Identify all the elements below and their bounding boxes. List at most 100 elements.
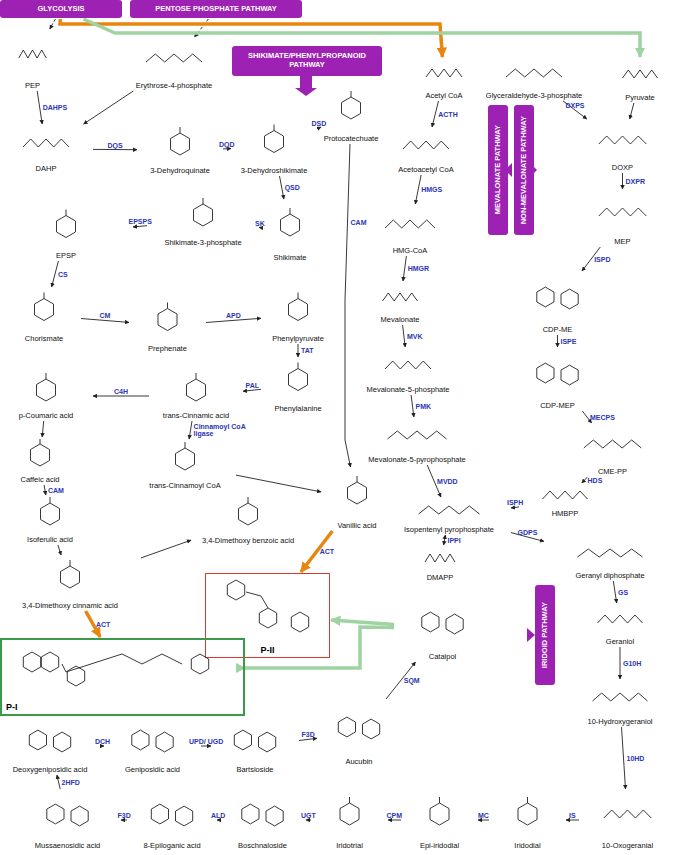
enzyme-label: ACT	[320, 548, 334, 555]
structure-sketch	[408, 58, 480, 88]
bond-line	[180, 127, 181, 133]
bond-line	[290, 208, 291, 214]
reaction-arrow	[411, 395, 414, 417]
bond-line	[351, 91, 352, 97]
node-label: Catalpol	[429, 653, 457, 661]
ring-structure	[37, 379, 56, 401]
node-label: MEVALONATE PATHWAY	[494, 125, 503, 214]
enzyme-label: C4H	[114, 388, 128, 395]
reaction-arrow	[243, 389, 261, 391]
reaction-arrow	[622, 727, 626, 789]
structure-sketch	[0, 496, 100, 532]
node-label: Prephenate	[148, 345, 187, 353]
ring-structure	[289, 299, 308, 321]
compound-node: Acetyl CoA	[408, 58, 480, 100]
compound-node: EPSP	[0, 205, 132, 260]
ring-structure	[41, 652, 58, 672]
reaction-arrow	[223, 148, 231, 149]
carbon-chain	[23, 139, 69, 147]
reaction-arrow	[478, 820, 489, 821]
structure-sketch	[445, 272, 670, 322]
structure-sketch	[605, 58, 675, 90]
ring-structure	[194, 204, 213, 226]
reaction-arrow	[259, 227, 261, 228]
enzyme-label: CPM	[387, 812, 403, 819]
node-label: 10-Hydroxygeraniol	[587, 718, 652, 726]
sugar-ring	[561, 289, 578, 309]
bond-line	[357, 476, 358, 482]
compound-node: Mevalonate	[365, 282, 435, 324]
node-label: Acetyl CoA	[425, 92, 462, 100]
structure-sketch	[322, 468, 392, 518]
compound-node: p-Coumaric acid	[0, 372, 92, 420]
carbon-chain	[543, 491, 588, 499]
reaction-arrow	[298, 344, 299, 357]
structure-sketch	[575, 190, 670, 234]
node-label: DOXP	[612, 164, 633, 172]
compound-node: Geniposidic acid	[105, 718, 200, 774]
carbon-chain	[593, 693, 648, 701]
compound-node: Geraniol	[575, 604, 665, 646]
enzyme-label: MC	[478, 812, 489, 819]
reaction-arrow	[236, 475, 321, 492]
node-label: Mevalonate	[381, 316, 420, 324]
compound-node: Glyceraldehyde-3-phosphate	[478, 58, 590, 100]
enzyme-label: ACT	[96, 621, 110, 628]
node-label: Mevalonate-5-phosphate	[367, 386, 450, 394]
bond-line	[298, 363, 299, 369]
structure-sketch	[395, 595, 490, 649]
structure-sketch	[2, 640, 247, 718]
reaction-arrow	[432, 101, 439, 127]
compound-node: Iridotrial	[312, 790, 387, 850]
node-label: IRIDOID PATHWAY	[541, 602, 550, 668]
enzyme-label: HDS	[588, 477, 603, 484]
structure-sketch	[262, 288, 334, 331]
node-label: CDP-MEP	[540, 402, 575, 410]
node-label: p-Coumaric acid	[19, 412, 74, 420]
bond-line	[203, 198, 204, 204]
compound-node: Phenylalanine	[262, 358, 334, 413]
structure-sketch	[262, 200, 318, 250]
product-box: P-II	[205, 573, 330, 658]
node-label: Boschnaloside	[238, 842, 287, 850]
ring-structure	[242, 804, 259, 824]
node-label: Erythrose-4-phosphate	[136, 82, 212, 90]
node-label: Mevalonate-5-pyrophosphate	[368, 456, 466, 464]
compound-node: DMAPP	[410, 546, 470, 582]
compound-node: Iridodial	[490, 790, 565, 850]
node-label: DMAPP	[427, 574, 454, 582]
node-label: CME-PP	[598, 468, 627, 476]
reaction-arrow	[141, 540, 191, 558]
structure-sketch	[388, 498, 510, 522]
bond-line	[349, 797, 350, 803]
enzyme-label: CS	[58, 271, 68, 278]
ring-structure	[518, 803, 537, 825]
reaction-arrow	[403, 325, 406, 347]
reaction-arrow	[299, 738, 317, 740]
carbon-chain	[146, 54, 202, 62]
compound-node: Protocatechuate	[322, 85, 380, 143]
compound-node: 3-Dehydroshikimate	[232, 120, 316, 175]
node-label: P-I	[6, 702, 239, 712]
pathway-banner: MEVALONATE PATHWAY	[488, 105, 508, 235]
enzyme-label: HMGR	[408, 265, 429, 272]
compound-node: Isoferulic acid	[0, 496, 100, 544]
enzyme-label: ALD	[211, 812, 225, 819]
carbon-chain	[385, 361, 431, 369]
enzyme-label: UGT	[301, 812, 316, 819]
compound-node: Mevalonate-5-phosphate	[362, 348, 454, 394]
structure-sketch	[358, 418, 476, 452]
reaction-arrow	[217, 820, 219, 821]
ring-structure	[41, 503, 60, 525]
structure-sketch	[410, 546, 470, 570]
sugar-ring	[266, 806, 283, 826]
reaction-arrow	[620, 647, 621, 679]
reaction-arrow	[403, 256, 406, 281]
carbon-chain	[419, 506, 480, 514]
reaction-arrow	[388, 820, 401, 821]
reaction-arrow	[60, 19, 442, 57]
structure-sketch	[220, 790, 305, 838]
node-label: Caffeic acid	[20, 476, 59, 484]
compound-node: PEP	[5, 30, 60, 90]
sugar-ring	[561, 365, 578, 385]
